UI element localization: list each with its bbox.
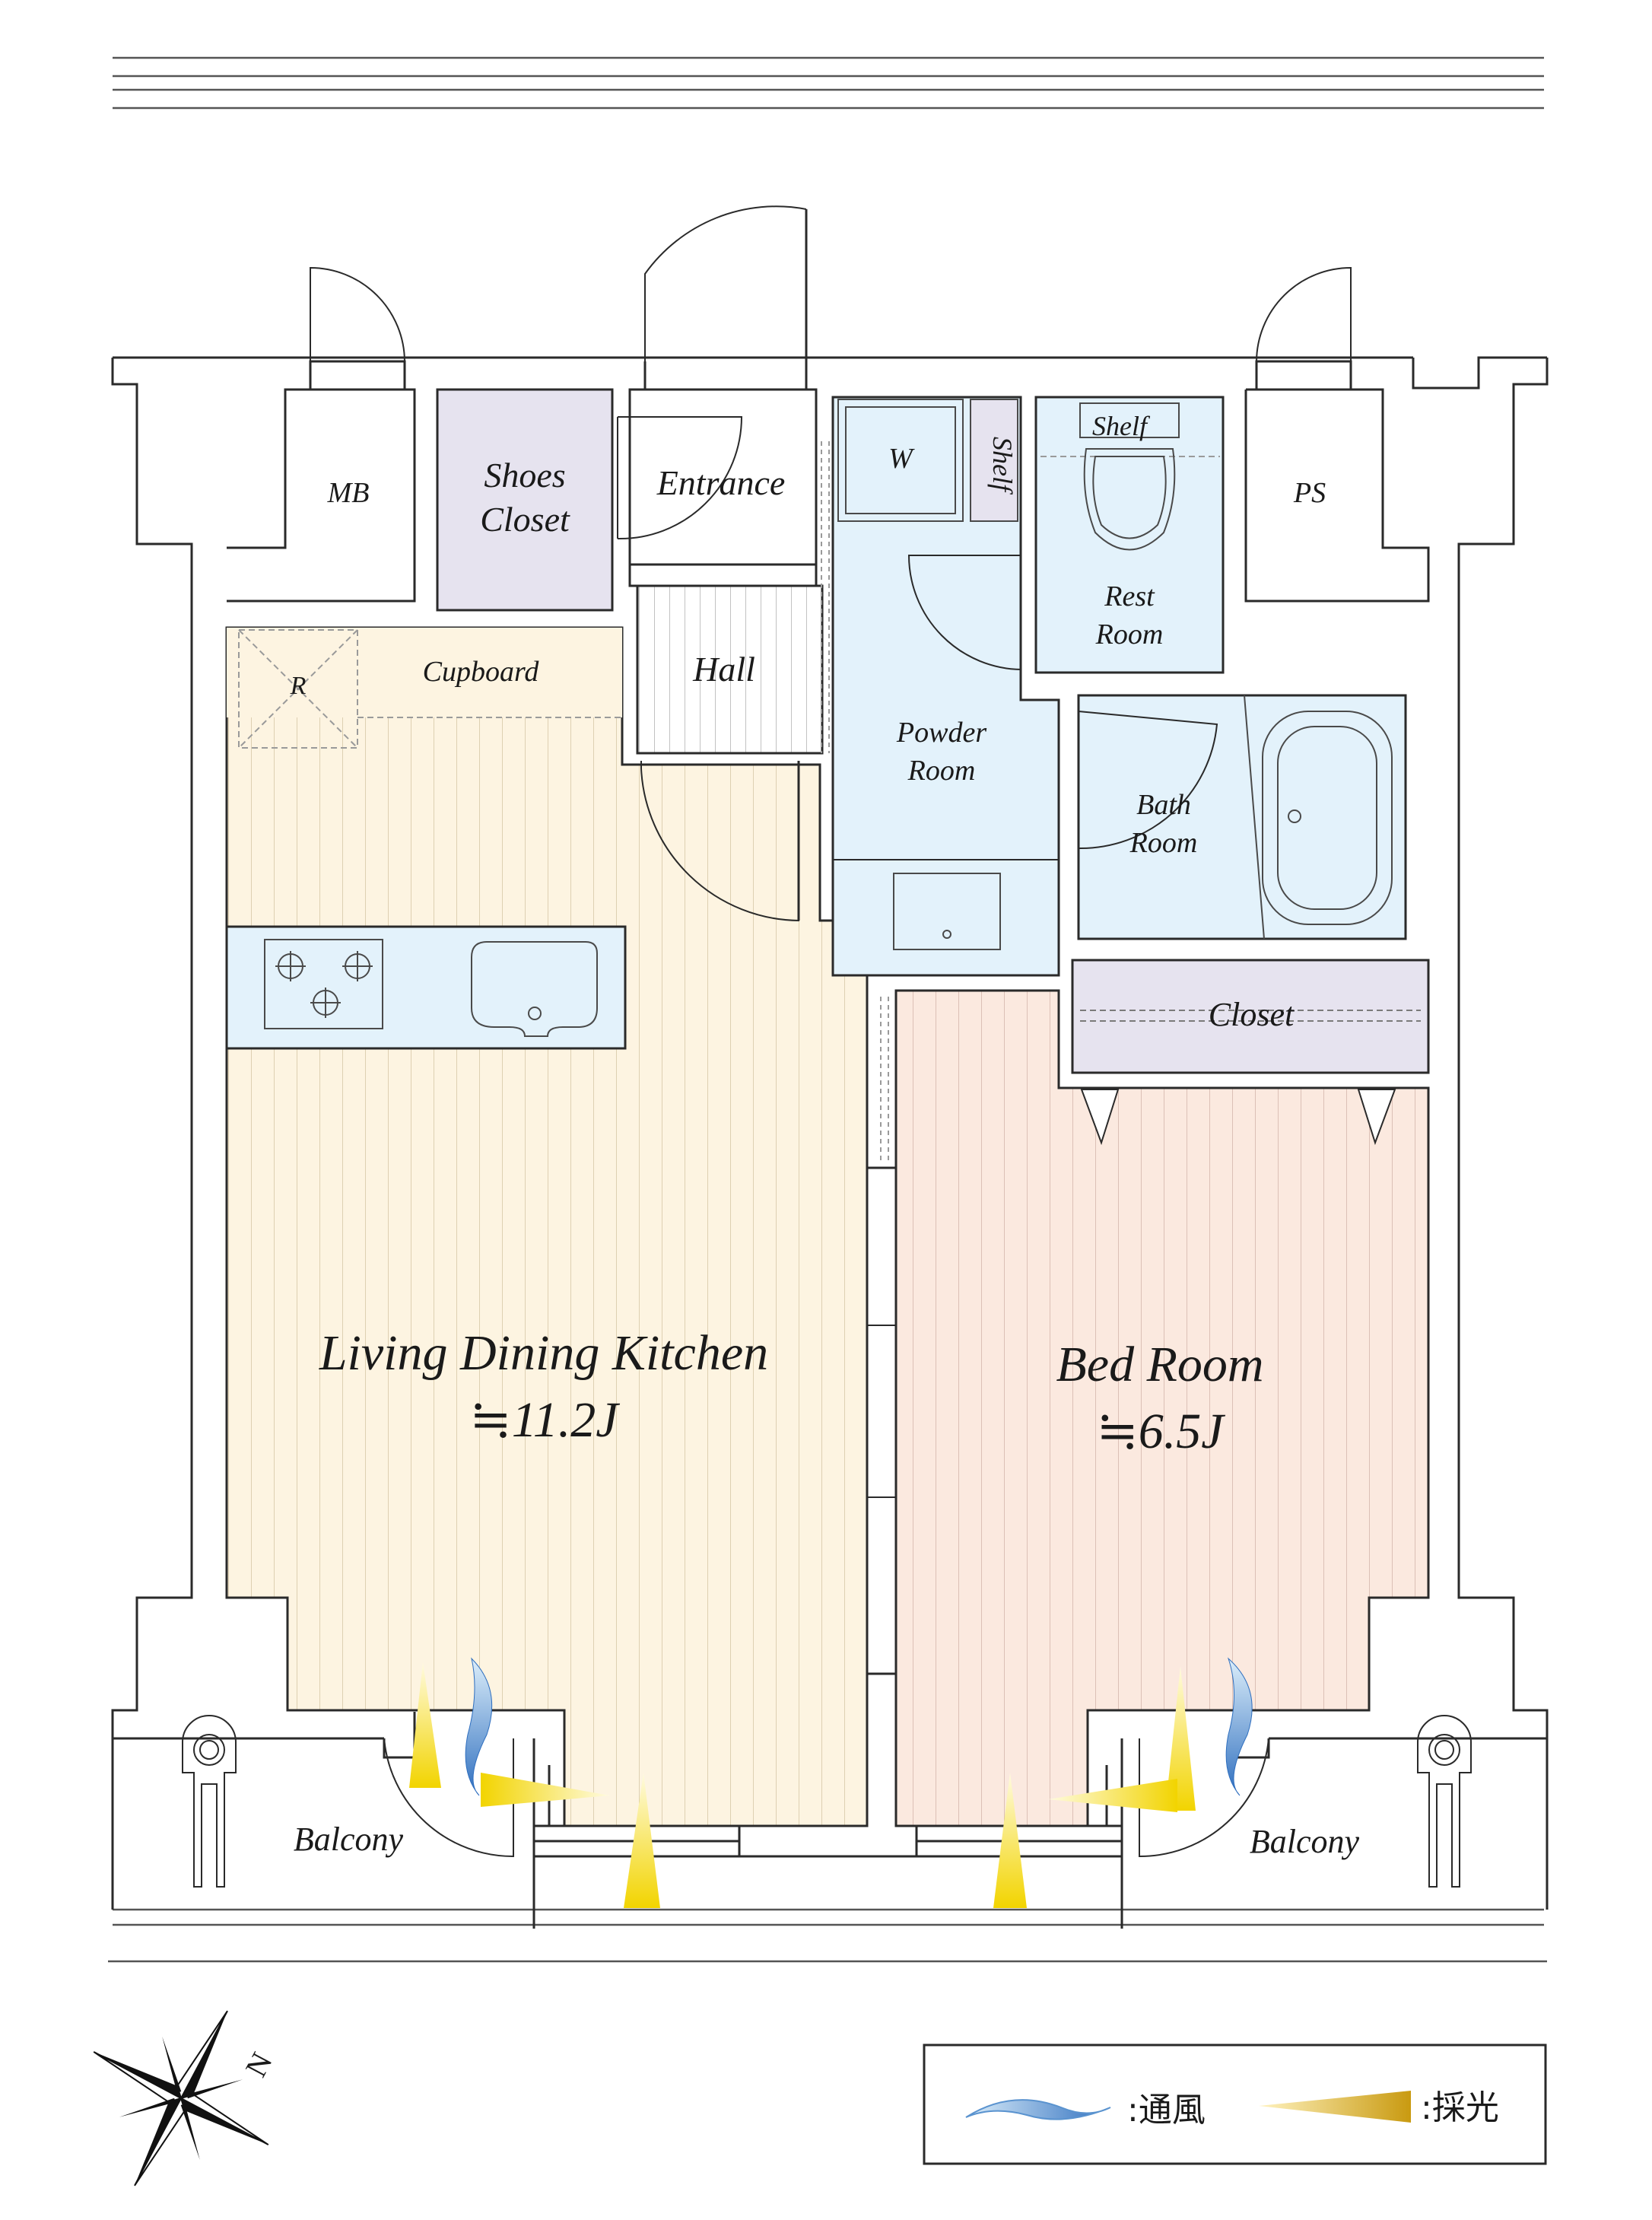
label-shoes-closet-2: Closet xyxy=(480,500,570,539)
outer-wall xyxy=(111,356,1549,1910)
compass-rose-icon xyxy=(93,2010,269,2187)
legend-light-icon xyxy=(1259,2091,1411,2123)
label-w: W xyxy=(888,443,915,475)
daylight-arrows xyxy=(409,1662,1196,1908)
closet-door-markers xyxy=(1080,1089,1396,1146)
ventilation-arrows xyxy=(465,1657,1253,1796)
label-rest-room-2: Room xyxy=(1095,619,1164,650)
corridor-top xyxy=(113,56,1544,110)
light-arrow-ldk-2-icon xyxy=(624,1773,660,1908)
powder-room xyxy=(831,396,1060,977)
kitchen-counter xyxy=(225,925,627,1050)
light-arrow-ldk-3-icon xyxy=(481,1773,610,1807)
compass-north-label: N xyxy=(238,2047,278,2082)
legend-daylight-label: :採光 xyxy=(1421,2088,1499,2127)
label-ldk: Living Dining Kitchen xyxy=(319,1325,768,1381)
closet xyxy=(1071,959,1430,1074)
cupboard-area xyxy=(227,628,622,749)
label-balcony-right: Balcony xyxy=(1250,1823,1360,1860)
legend-wind-icon xyxy=(965,2099,1111,2120)
toilet-icon xyxy=(1079,402,1180,551)
label-rest-room-1: Rest xyxy=(1104,580,1155,612)
label-mb: MB xyxy=(327,477,370,509)
bathtub-icon xyxy=(1262,711,1393,925)
label-shelf-vertical: Shelf xyxy=(987,437,1018,495)
label-closet: Closet xyxy=(1209,996,1295,1033)
mb-room xyxy=(227,266,416,603)
light-arrow-bed-3-icon xyxy=(1048,1779,1177,1812)
label-hall: Hall xyxy=(692,650,755,689)
partition-wall xyxy=(866,997,897,1675)
light-arrow-bed-1-icon xyxy=(993,1773,1027,1908)
label-ps: PS xyxy=(1293,477,1326,509)
entrance xyxy=(617,205,818,587)
legend-box: :通風 :採光 xyxy=(923,2043,1547,2165)
shoes-closet xyxy=(436,388,614,612)
legend-ventilation-label: :通風 xyxy=(1127,2091,1206,2129)
label-powder-room-2: Room xyxy=(907,755,976,787)
hall xyxy=(636,441,830,922)
light-arrow-ldk-1-icon xyxy=(409,1662,441,1788)
rest-room xyxy=(1034,396,1225,674)
ldk-floor xyxy=(225,626,869,1827)
label-ldk-size: ≒11.2J xyxy=(469,1392,620,1448)
label-bath-room-2: Room xyxy=(1129,827,1198,859)
wind-arrow-bed-icon xyxy=(1225,1657,1253,1796)
kitchen-sink-icon xyxy=(471,941,598,1037)
label-powder-room-1: Powder xyxy=(896,717,986,749)
wind-arrow-ldk-icon xyxy=(465,1657,493,1796)
label-bedroom-size: ≒6.5J xyxy=(1096,1404,1225,1459)
label-shoes-closet-1: Shoes xyxy=(484,456,565,495)
balcony-drain-left-icon xyxy=(182,1715,237,1888)
label-shelf-rest: Shelf xyxy=(1092,411,1151,441)
ps-room xyxy=(1244,266,1430,603)
label-balcony-left: Balcony xyxy=(294,1821,404,1858)
balcony-drain-right-icon xyxy=(1417,1715,1472,1888)
label-r: R xyxy=(290,672,307,700)
label-cupboard: Cupboard xyxy=(423,656,540,688)
light-arrow-bed-2-icon xyxy=(1165,1666,1196,1811)
stove-burners-icon xyxy=(275,951,373,1018)
bath-room xyxy=(1077,694,1407,940)
corridor-bottom xyxy=(108,1908,1547,1963)
label-bedroom: Bed Room xyxy=(1056,1337,1263,1392)
label-entrance: Entrance xyxy=(656,463,786,502)
label-bath-room-1: Bath xyxy=(1136,789,1191,821)
